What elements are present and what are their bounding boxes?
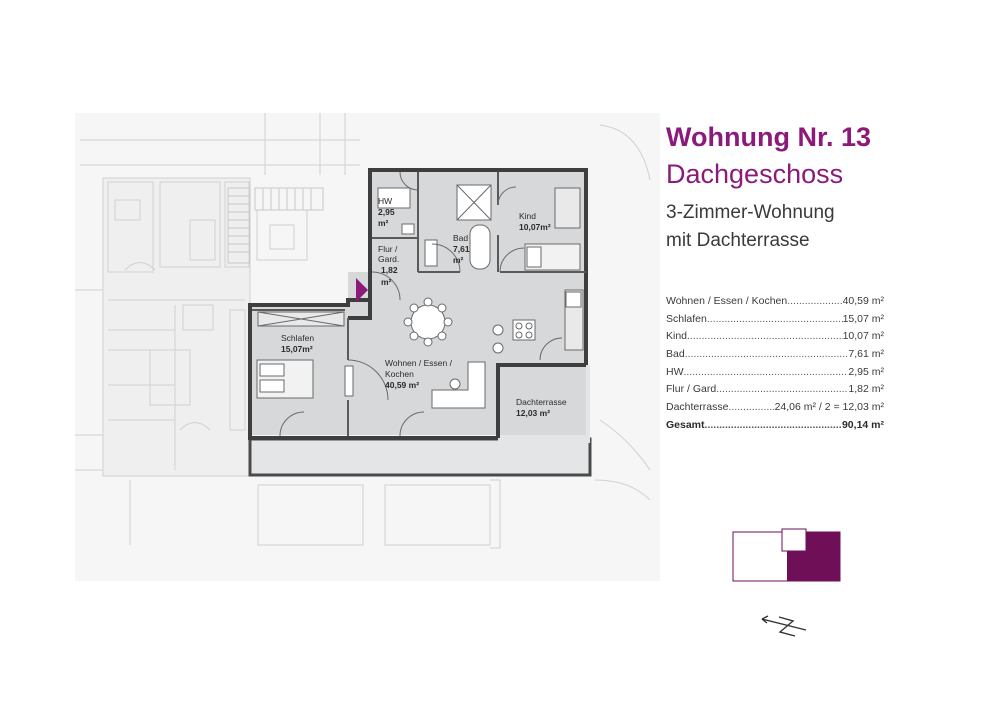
room-schlafen-area: 15,07m² (281, 344, 313, 354)
area-row-value: 15,07 m² (842, 312, 884, 325)
area-row-name: Dachterrasse (666, 401, 729, 414)
room-kind-name: Kind (519, 211, 536, 221)
room-hw-area: 2,95 (378, 207, 395, 217)
area-row-name: HW (666, 365, 684, 378)
area-row: Schlafen 15,07 m² (666, 313, 884, 331)
room-kind-area: 10,07m² (519, 222, 551, 232)
floor-name: Dachgeschoss (666, 159, 844, 189)
apartment-title: Wohnung Nr. 13 (666, 122, 872, 152)
stairs-ghost (227, 187, 324, 264)
room-flur-name1: Flur / (378, 244, 398, 254)
area-table: Wohnen / Essen / Kochen 40,59 m² Schlafen… (666, 295, 884, 437)
apartment-type-line2: mit Dachterrasse (666, 230, 810, 251)
area-total-name: Gesamt (666, 418, 705, 431)
area-row-name: Schlafen (666, 312, 707, 325)
room-schlafen-name: Schlafen (281, 333, 314, 343)
key-plan-icon (732, 528, 841, 582)
area-row-value: 24,06 m² / 2 = 12,03 m² (774, 401, 884, 414)
room-flur-unit: m² (381, 277, 392, 287)
room-wohnen-name2: Kochen (385, 369, 414, 379)
area-row: Kind 10,07 m² (666, 330, 884, 348)
room-wohnen-name1: Wohnen / Essen / (385, 358, 453, 368)
area-row: HW 2,95 m² (666, 366, 884, 384)
room-bad-area: 7,61 (453, 244, 470, 254)
area-row-value: 2,95 m² (848, 365, 884, 378)
room-labels: HW 2,95 m² Flur / Gard. 1,82 m² Bad 7,61… (281, 196, 567, 418)
area-row-name: Flur / Gard (666, 383, 717, 396)
area-row-name: Kind (666, 330, 688, 343)
room-bad-unit: m² (453, 255, 464, 265)
apartment-type: 3-Zimmer-Wohnung mit Dachterrasse (666, 199, 835, 255)
entrance-arrow-icon (356, 278, 368, 302)
roof-terrace (248, 437, 592, 477)
door-swings (279, 171, 563, 437)
room-flur-area: 1,82 (381, 265, 398, 275)
room-hw-name: HW (378, 196, 392, 206)
area-row: Flur / Gard 1,82 m² (666, 383, 884, 401)
area-row-name: Wohnen / Essen / Kochen (666, 295, 788, 307)
room-hw-unit: m² (378, 218, 389, 228)
area-row-value: 7,61 m² (848, 348, 884, 361)
apartment-type-line1: 3-Zimmer-Wohnung (666, 202, 835, 223)
furniture (256, 184, 584, 409)
room-terrasse-name: Dachterrasse (516, 397, 567, 407)
walls (248, 168, 588, 440)
area-row-value: 1,82 m² (848, 383, 884, 396)
room-terrasse-area: 12,03 m² (516, 408, 550, 418)
area-total-value: 90,14 m² (841, 418, 884, 431)
interior-walls (252, 172, 586, 436)
area-row: Bad 7,61 m² (666, 348, 884, 366)
neighbor-building-ghost (75, 113, 651, 549)
area-row-value: 10,07 m² (842, 330, 884, 343)
area-row: Dachterrasse 24,06 m² / 2 = 12,03 m² (666, 401, 884, 419)
area-row-value: 40,59 m² (842, 295, 884, 307)
north-arrow-icon (761, 615, 807, 637)
area-total-row: Gesamt 90,14 m² (666, 419, 884, 437)
room-wohnen-area: 40,59 m² (385, 380, 419, 390)
area-row-name: Bad (666, 348, 685, 361)
area-row: Wohnen / Essen / Kochen 40,59 m² (666, 295, 884, 313)
room-bad-name: Bad (453, 233, 468, 243)
room-flur-name2: Gard. (378, 254, 399, 264)
